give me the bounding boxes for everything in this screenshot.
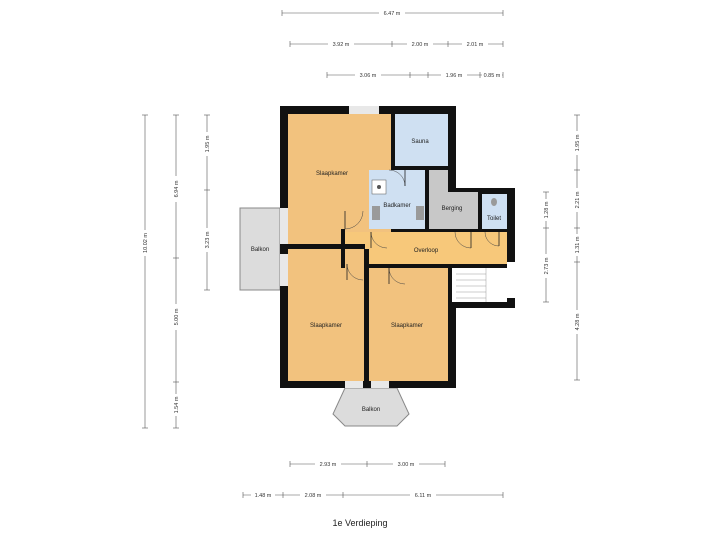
stairs xyxy=(456,268,487,302)
dim-right-outer-d: 4.28 m xyxy=(575,313,581,330)
dim-left-total: 10.02 m xyxy=(143,233,149,253)
label-slaapkamer-top: Slaapkamer xyxy=(316,171,348,177)
dim-top-total: 6.47 m xyxy=(384,11,401,17)
dim-right-outer-c: 1.31 m xyxy=(575,236,581,253)
dim-left-inner-b: 3.23 m xyxy=(205,231,211,248)
room-sauna xyxy=(395,114,448,166)
label-slaapkamer-bottom-left: Slaapkamer xyxy=(310,323,342,329)
room-stairs xyxy=(452,268,507,302)
dim-left-mid-a: 6.94 m xyxy=(174,180,180,197)
inner-walls xyxy=(280,106,515,388)
room-berging xyxy=(429,170,478,229)
label-toilet: Toilet xyxy=(487,216,501,222)
doors xyxy=(344,169,500,285)
label-slaapkamer-bottom-right: Slaapkamer xyxy=(391,323,423,329)
fixtures xyxy=(371,179,497,220)
floor-title: 1e Verdieping xyxy=(332,518,388,528)
dim-top-3a: 3.06 m xyxy=(360,73,377,79)
dim-right-outer-b: 2.21 m xyxy=(575,191,581,208)
dim-bottom-1b: 3.00 m xyxy=(398,462,415,468)
label-balkon-left: Balkon xyxy=(251,247,269,253)
dim-bottom-2b: 2.08 m xyxy=(305,493,322,499)
room-slaapkamer-bottom-left xyxy=(288,249,364,381)
label-sauna: Sauna xyxy=(411,139,429,145)
dim-top-2a: 3.92 m xyxy=(333,42,350,48)
dim-right-inner-a: 1.28 m xyxy=(544,201,550,218)
room-slaapkamer-bottom-right xyxy=(369,268,448,381)
dim-left-mid-b: 5.00 m xyxy=(174,308,180,325)
dim-top-3c: 0.85 m xyxy=(484,73,501,79)
balconies xyxy=(239,207,410,427)
dim-top-2c: 2.01 m xyxy=(467,42,484,48)
label-badkamer: Badkamer xyxy=(383,203,410,209)
room-badkamer xyxy=(369,170,425,229)
dim-left-mid-c: 1.54 m xyxy=(174,396,180,413)
dim-top-3b: 1.96 m xyxy=(446,73,463,79)
balkon-left xyxy=(239,207,281,291)
rooms xyxy=(288,114,507,381)
dim-left-inner-a: 1.95 m xyxy=(205,135,211,152)
dim-top-2b: 2.00 m xyxy=(412,42,429,48)
dimension-lines: 6.47 m 3.92 m 2.00 m 2.01 m 3.06 m 1.96 … xyxy=(141,9,581,499)
dim-bottom-1a: 2.93 m xyxy=(320,462,337,468)
dim-right-inner-b: 2.73 m xyxy=(544,257,550,274)
room-labels: Slaapkamer Sauna Badkamer Berging Toilet… xyxy=(251,139,502,413)
label-overloop: Overloop xyxy=(414,248,439,254)
label-berging: Berging xyxy=(442,206,463,212)
dim-right-outer-a: 1.95 m xyxy=(575,134,581,151)
label-balkon-bottom: Balkon xyxy=(362,407,380,413)
dim-bottom-2c: 6.11 m xyxy=(415,493,432,499)
dim-bottom-2a: 1.48 m xyxy=(255,493,272,499)
